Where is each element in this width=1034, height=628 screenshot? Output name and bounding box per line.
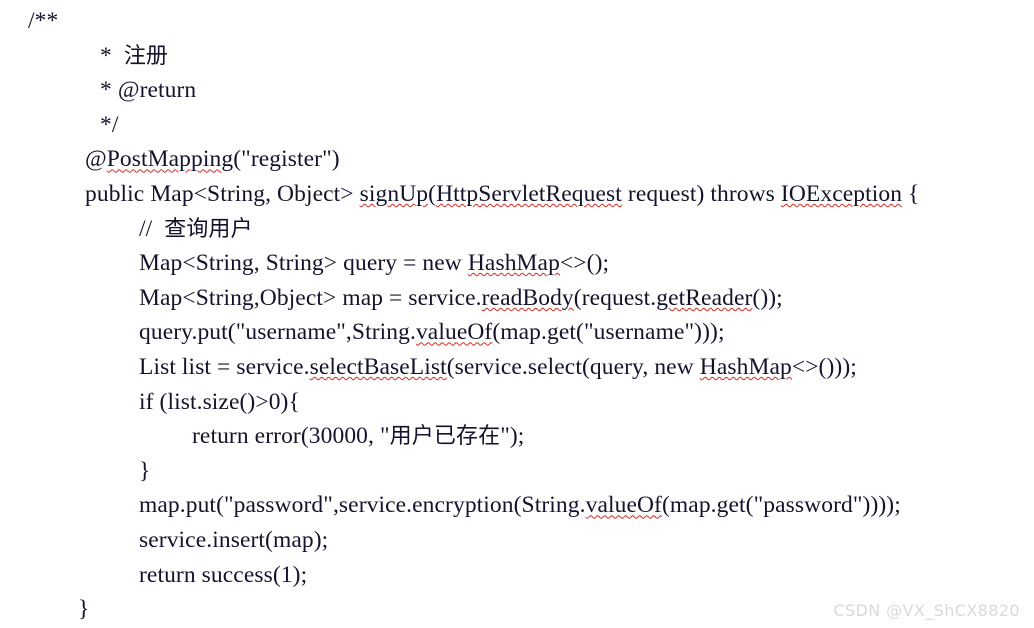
- misspelled-word: PostMapping: [106, 146, 234, 173]
- misspelled-word: HashMap: [699, 353, 792, 380]
- code-line: }: [78, 596, 90, 623]
- code-line: */: [100, 111, 119, 138]
- code-line: query.put("username",String.valueOf(map.…: [139, 319, 725, 346]
- misspelled-word: valueOf: [415, 319, 493, 346]
- code-line: }: [139, 457, 151, 484]
- misspelled-word: HashMap: [467, 250, 560, 277]
- code-line: public Map<String, Object> signUp(HttpSe…: [85, 180, 920, 207]
- misspelled-word: signUp: [359, 180, 429, 207]
- code-line: @PostMapping("register"): [85, 146, 340, 173]
- cjk-text: 查询用户: [164, 216, 253, 242]
- code-line: Map<String, String> query = new HashMap<…: [139, 250, 610, 277]
- code-line: service.insert(map);: [139, 526, 329, 553]
- misspelled-word: readBody: [481, 284, 574, 311]
- code-line: return error(30000, "用户已存在");: [192, 423, 525, 450]
- code-line: List list = service.selectBaseList(servi…: [139, 353, 857, 380]
- code-line: * @return: [100, 77, 197, 104]
- code-line: Map<String,Object> map = service.readBod…: [139, 284, 783, 311]
- csdn-watermark: CSDN @VX_ShCX8820: [833, 601, 1020, 620]
- cjk-text: 注册: [123, 43, 169, 69]
- code-line: // 查询用户: [139, 215, 253, 242]
- code-line: return success(1);: [139, 561, 308, 588]
- misspelled-word: IOException: [780, 180, 903, 207]
- code-line: map.put("password",service.encryption(St…: [139, 492, 901, 519]
- misspelled-word: selectBaseList: [309, 353, 447, 380]
- code-line: /**: [28, 8, 59, 34]
- misspelled-word: getReader: [656, 284, 753, 311]
- code-line: if (list.size()>0){: [139, 388, 300, 415]
- misspelled-word: valueOf: [585, 492, 662, 519]
- misspelled-word: HttpServletRequest: [436, 180, 622, 207]
- code-line: * 注册: [100, 42, 169, 69]
- cjk-text: 用户已存在: [389, 424, 501, 450]
